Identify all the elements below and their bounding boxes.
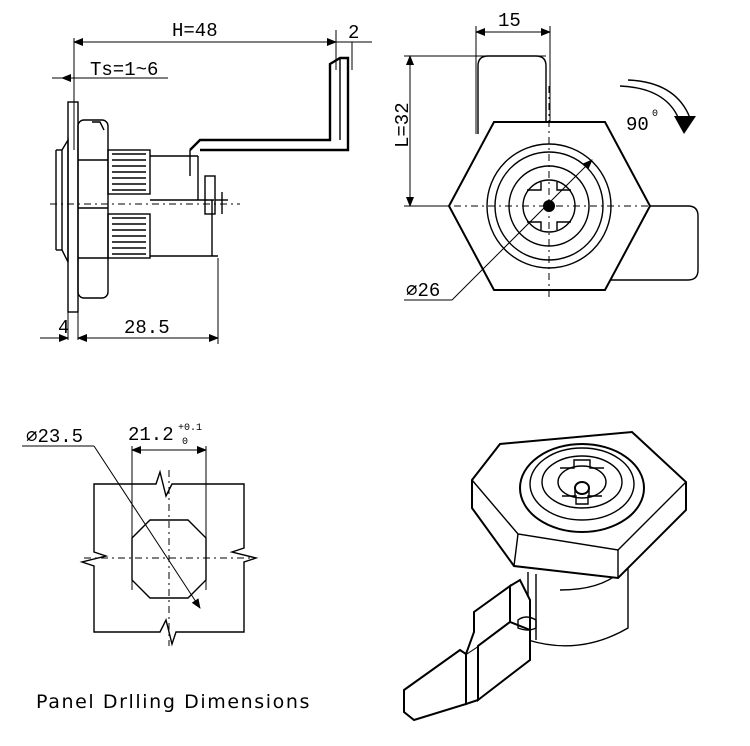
flat-width-label: 21.2 [128,424,174,446]
tolerance-upper: +0.1 [178,423,202,434]
front-view: 15 L=32 90 0 ∅26 [392,10,699,302]
tolerance-lower: 0 [182,437,188,448]
thread-lower [107,213,151,259]
isometric-view [403,430,687,722]
tab-thickness-label: 2 [348,22,359,44]
panel-thickness-label: Ts=1~6 [90,59,158,81]
side-view: H=48 2 Ts=1~6 [40,20,372,344]
height-label: H=48 [172,20,218,42]
caption: Panel Drlling Dimensions [36,691,311,713]
width-label: 15 [498,10,521,32]
flange-label: 4 [58,317,69,339]
thread-upper [107,149,151,195]
body-length-label: 28.5 [124,317,170,339]
hole-diameter-label: ∅23.5 [26,426,83,448]
rotation-label: 90 [626,114,649,136]
nut-diameter-label: ∅26 [406,280,440,302]
panel-cutout: ∅23.5 21.2 +0.1 0 [22,423,259,647]
cam-length-label: L=32 [392,102,414,148]
rotation-degree: 0 [652,109,658,120]
